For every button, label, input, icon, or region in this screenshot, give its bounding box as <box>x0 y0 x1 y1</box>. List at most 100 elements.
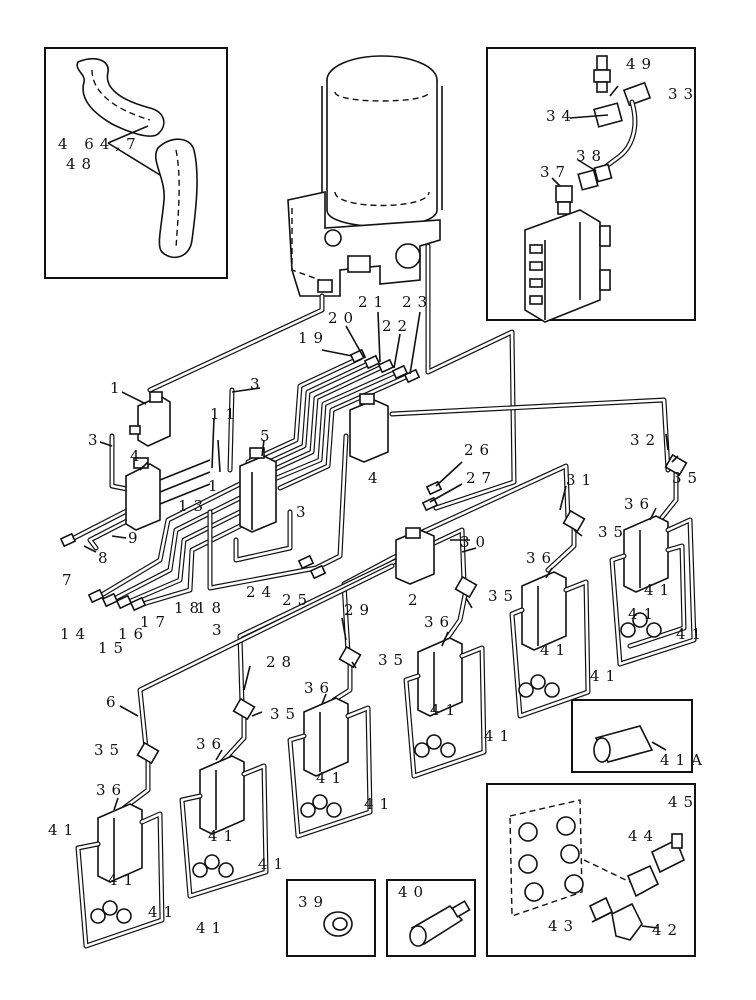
plug-37-icon <box>555 185 573 215</box>
callout-15: 15 <box>98 639 130 657</box>
callout-25: 25 <box>282 591 314 609</box>
coupler-44-icon <box>626 864 660 898</box>
hose-bundle-lower <box>67 477 263 609</box>
callout-41-a: 41 <box>644 581 676 599</box>
hose-ends-left-icon <box>59 532 147 612</box>
callout-45: 45 <box>668 793 700 811</box>
callout-41-b: 41 <box>628 605 660 623</box>
callout-27: 27 <box>466 469 498 487</box>
callout-37: 37 <box>540 163 572 181</box>
callout-14: 14 <box>60 625 92 643</box>
valve-block-4-left-icon <box>125 457 211 531</box>
callout-41-g: 41 <box>484 727 516 745</box>
fitting-39-icon <box>323 911 353 937</box>
callout-36-c: 36 <box>424 613 456 631</box>
sub-distributor-3-icon <box>403 637 487 779</box>
callout-43: 43 <box>548 917 580 935</box>
callout-41-d: 41 <box>540 641 572 659</box>
callout-4-left: 4 <box>130 447 146 465</box>
callout-13: 13 <box>178 497 210 515</box>
valve-block-2-icon <box>395 527 435 585</box>
connector-45-icon <box>650 833 686 874</box>
callout-4-right: 4 <box>368 469 384 487</box>
callout-5: 5 <box>260 427 276 445</box>
callout-35-a: 35 <box>672 469 704 487</box>
inset-manifold-frame <box>486 783 696 957</box>
hose-ends-top-icon <box>349 348 421 384</box>
callout-36-b: 36 <box>526 549 558 567</box>
callout-1: 1 <box>110 379 126 397</box>
callout-41A: 41A <box>660 751 708 769</box>
callout-40: 40 <box>398 883 430 901</box>
callout-30: 30 <box>460 533 492 551</box>
callout-19: 19 <box>298 329 330 347</box>
valve-block-1-icon <box>129 391 171 447</box>
callout-36-a: 36 <box>624 495 656 513</box>
callout-36-f: 36 <box>96 781 128 799</box>
callout-26: 26 <box>464 441 496 459</box>
inset-41a-frame <box>571 699 693 773</box>
callout-21: 21 <box>358 293 390 311</box>
callout-2: 2 <box>408 591 424 609</box>
callout-41-l: 41 <box>258 855 290 873</box>
callout-41-h: 41 <box>316 769 348 787</box>
fitting-40-icon <box>409 900 471 947</box>
callout-34: 34 <box>546 107 578 125</box>
callout-22: 22 <box>382 317 414 335</box>
callout-16: 16 <box>118 625 150 643</box>
callout-41-n: 41 <box>148 903 180 921</box>
elbow-35-c-icon <box>454 575 478 599</box>
hose-segment-48-icon <box>155 138 198 259</box>
callout-48: 48 <box>66 155 98 173</box>
grease-reservoir-icon <box>321 55 443 228</box>
callout-35-c: 35 <box>488 587 520 605</box>
callout-32: 32 <box>630 431 662 449</box>
callout-3-mid: 3 <box>296 503 312 521</box>
valve-block-5-icon <box>239 447 277 533</box>
callout-36-e: 36 <box>196 735 228 753</box>
callout-35-f: 35 <box>94 741 126 759</box>
callout-41-m: 41 <box>108 871 140 889</box>
elbow-35-d-icon <box>338 645 362 669</box>
callout-6: 6 <box>106 693 122 711</box>
leader-lines <box>83 311 679 811</box>
elbow-42-icon <box>611 902 643 941</box>
callout-41-e: 41 <box>590 667 622 685</box>
elbow-35-b-icon <box>562 509 586 533</box>
callout-24: 24 <box>246 583 278 601</box>
callout-17: 17 <box>140 613 172 631</box>
callout-33: 33 <box>668 85 700 103</box>
inset-hose-frame <box>44 47 228 279</box>
callout-31: 31 <box>566 471 598 489</box>
elbow-fitting-33-icon <box>622 81 652 107</box>
callout-20: 20 <box>328 309 360 327</box>
callout-18b: 18 <box>174 599 206 617</box>
callout-42: 42 <box>652 921 684 939</box>
elbow-35-e-icon <box>232 697 256 721</box>
callout-35-e: 35 <box>270 705 302 723</box>
callout-49: 49 <box>626 55 658 73</box>
callout-8: 8 <box>98 549 114 567</box>
callout-41-k: 41 <box>48 821 80 839</box>
callout-35-d: 35 <box>378 651 410 669</box>
callout-7: 7 <box>62 571 78 589</box>
pump-unit-icon <box>287 191 441 297</box>
hose-bundle-upper <box>245 355 411 491</box>
callout-38: 38 <box>576 147 608 165</box>
distributor-block-icon <box>524 209 611 323</box>
callout-9: 9 <box>128 529 144 547</box>
callout-29: 29 <box>344 601 376 619</box>
callout-3-left: 3 <box>88 431 104 449</box>
sub-distributor-5-icon <box>179 755 269 899</box>
callout-36-d: 36 <box>304 679 336 697</box>
inset-fittings-frame <box>486 47 696 321</box>
sub-distributor-6-icon <box>75 803 165 949</box>
callout-3-low: 3 <box>212 621 228 639</box>
callout-11: 11 <box>210 405 242 423</box>
callout-23: 23 <box>402 293 434 311</box>
callout-39: 39 <box>298 893 330 911</box>
elbow-35-a-icon <box>664 453 688 477</box>
connector-41a-icon <box>593 725 654 763</box>
hose-segment-46-icon <box>76 58 165 137</box>
